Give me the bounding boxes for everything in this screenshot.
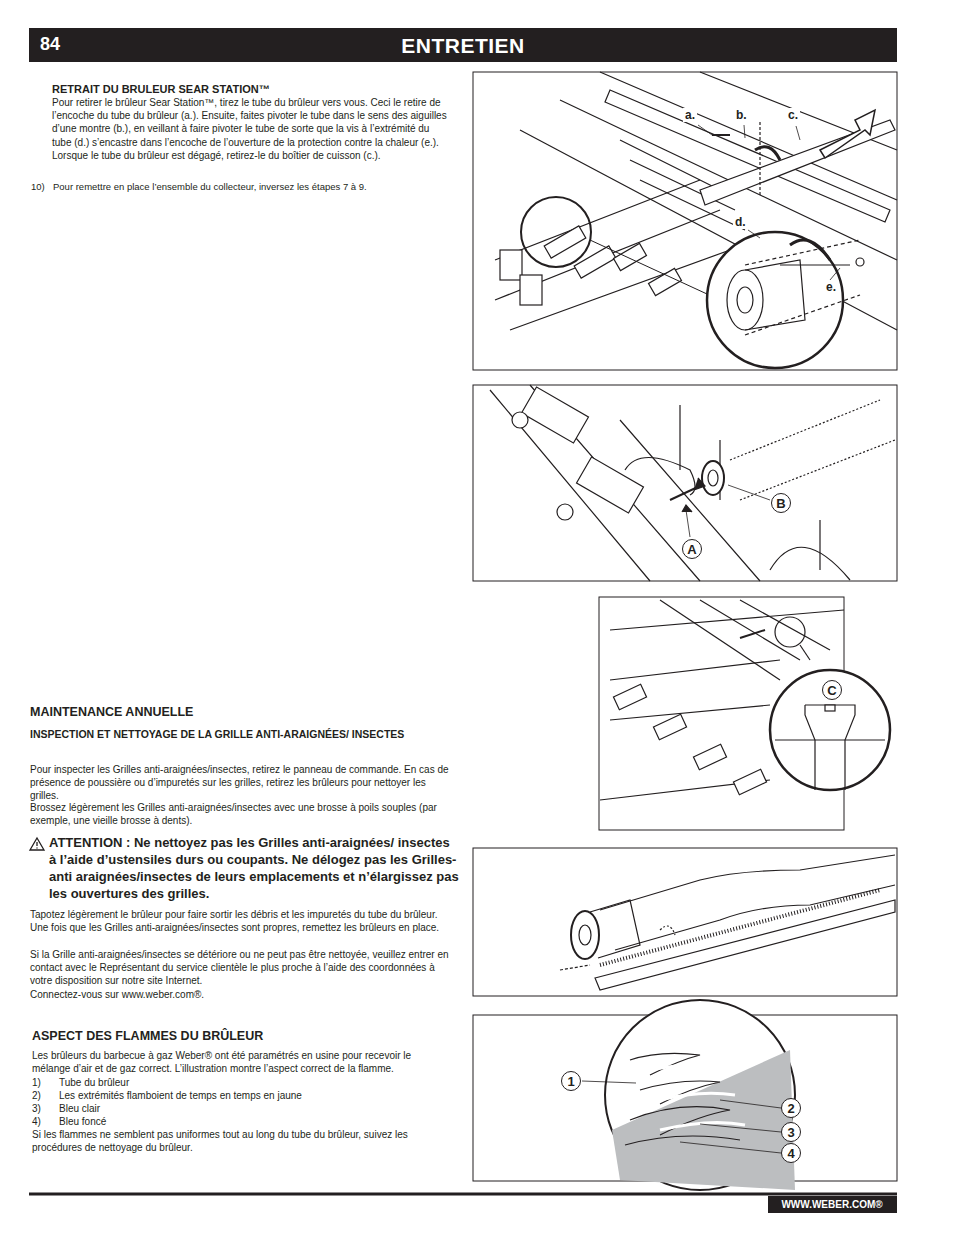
page-number: 84 <box>40 33 80 56</box>
body-text: Brossez légèrement les Grilles anti-arai… <box>30 801 455 827</box>
step-number: 10) <box>31 181 51 193</box>
callout-number: 1 <box>567 1074 574 1089</box>
callout-number: C <box>827 683 836 698</box>
callout-letter: a. <box>683 108 697 122</box>
footer-url: WWW.WEBER.COM® <box>781 1199 882 1210</box>
list-number: 1) <box>32 1076 52 1089</box>
warning-symbol <box>30 838 44 850</box>
callout-letter: b. <box>734 108 749 122</box>
list-number: 4) <box>32 1115 52 1128</box>
callout-number: A <box>687 542 696 557</box>
list-item: Tube du brûleur <box>59 1076 439 1089</box>
figure-spider-screen <box>473 385 897 581</box>
warning-text: ATTENTION : Ne nettoyez pas les Grilles … <box>49 835 459 903</box>
figure-burner-tube-notch <box>599 597 890 830</box>
list-item: Les extrémités flamboient de temps en te… <box>59 1089 439 1102</box>
callout-number: 3 <box>787 1125 794 1140</box>
section-heading: MAINTENANCE ANNUELLE <box>30 704 430 720</box>
callout-circle: B <box>771 493 791 513</box>
callout-circle: 2 <box>781 1098 801 1118</box>
figure-flames <box>473 1000 897 1190</box>
page-title: ENTRETIEN <box>0 32 926 59</box>
callout-circle: A <box>682 539 702 559</box>
body-text: Pour remettre en place l’ensemble du col… <box>53 181 453 193</box>
callout-circle: 1 <box>561 1071 581 1091</box>
section-heading: RETRAIT DU BRULEUR SEAR STATION™ <box>52 82 452 96</box>
callout-number: B <box>776 496 785 511</box>
body-text: Tapotez légèrement le brûleur pour faire… <box>30 908 455 934</box>
body-text: Si la Grille anti-araignées/insectes se … <box>30 948 455 988</box>
figure-sear-burner <box>473 72 897 370</box>
section-heading: ASPECT DES FLAMMES DU BRÛLEUR <box>32 1028 432 1044</box>
footer-band: WWW.WEBER.COM® <box>768 1196 897 1213</box>
callout-circle: 4 <box>781 1143 801 1163</box>
body-text: Si les flammes ne semblent pas uniformes… <box>32 1128 447 1154</box>
figure-brush-cleaning <box>473 848 897 996</box>
list-number: 2) <box>32 1089 52 1102</box>
sub-heading: INSPECTION ET NETTOYAGE DE LA GRILLE ANT… <box>30 727 430 741</box>
callout-letter: d. <box>733 215 748 229</box>
callout-circle: 3 <box>781 1122 801 1142</box>
body-text: Les brûleurs du barbecue à gaz Weber® on… <box>32 1049 447 1075</box>
body-text: Pour inspecter les Grilles anti-araignée… <box>30 763 455 803</box>
body-text: Connectez-vous sur www.weber.com®. <box>30 988 455 1001</box>
list-number: 3) <box>32 1102 52 1115</box>
list-item: Bleu foncé <box>59 1115 439 1128</box>
callout-circle: C <box>822 680 842 700</box>
callout-number: 2 <box>787 1101 794 1116</box>
body-text: Pour retirer le brûleur Sear Station™, t… <box>52 96 447 162</box>
callout-number: 4 <box>787 1146 794 1161</box>
callout-letter: e. <box>824 280 838 294</box>
list-item: Bleu clair <box>59 1102 439 1115</box>
callout-letter: c. <box>786 108 800 122</box>
